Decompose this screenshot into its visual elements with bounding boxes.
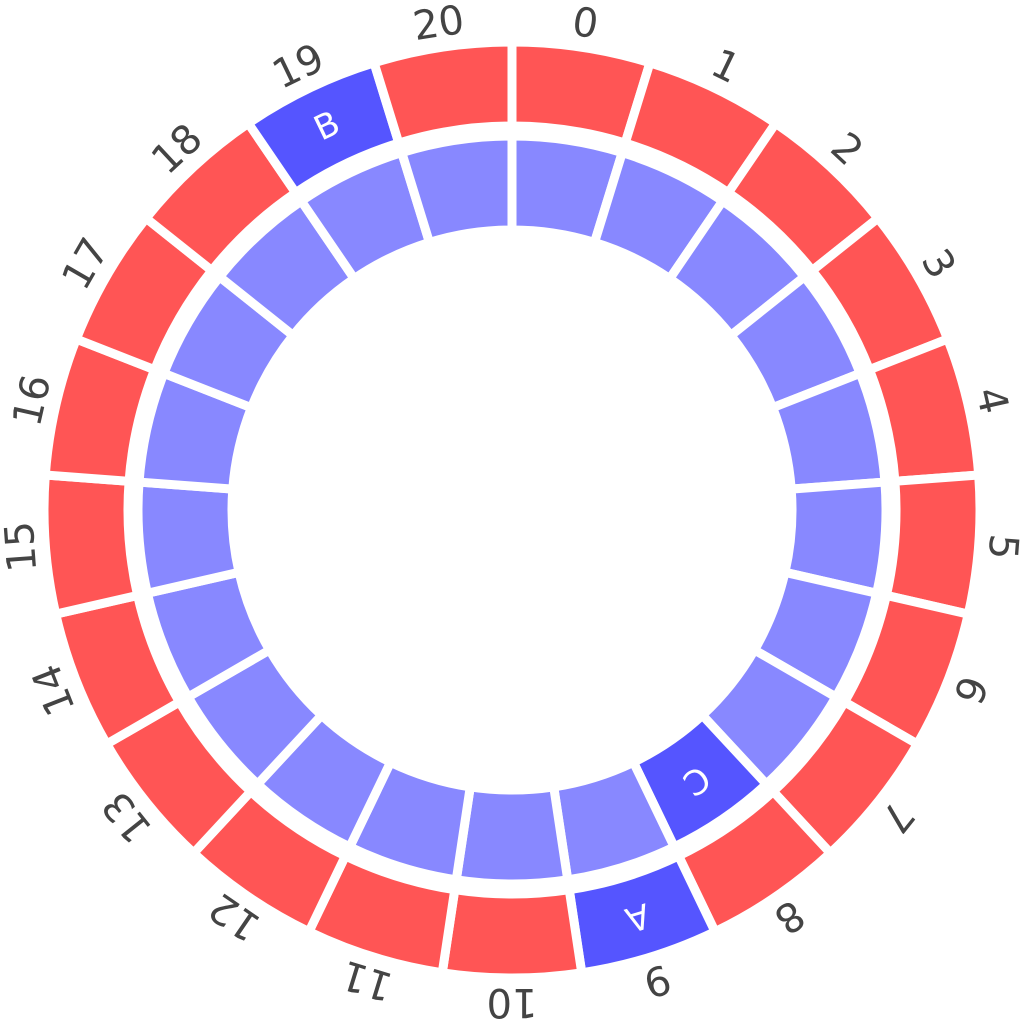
position-label: 6 xyxy=(944,669,996,709)
position-label: 20 xyxy=(410,0,467,50)
outer-ring-segment-5 xyxy=(880,470,985,620)
position-label: 15 xyxy=(0,520,46,574)
position-label: 5 xyxy=(979,532,1024,561)
inner-ring-segment-20 xyxy=(396,131,517,249)
position-label: 0 xyxy=(569,0,601,48)
inner-ring-segment-10 xyxy=(451,781,573,889)
outer-ring-segment-15 xyxy=(39,470,144,620)
position-label: 10 xyxy=(487,979,538,1021)
position-label: 16 xyxy=(4,371,60,431)
inner-ring-segment-15 xyxy=(133,477,245,599)
position-label: 9 xyxy=(638,954,676,1005)
position-label: 4 xyxy=(966,383,1017,418)
outer-ring-segment-20 xyxy=(368,37,517,149)
outer-ring-segment-10 xyxy=(437,884,587,983)
